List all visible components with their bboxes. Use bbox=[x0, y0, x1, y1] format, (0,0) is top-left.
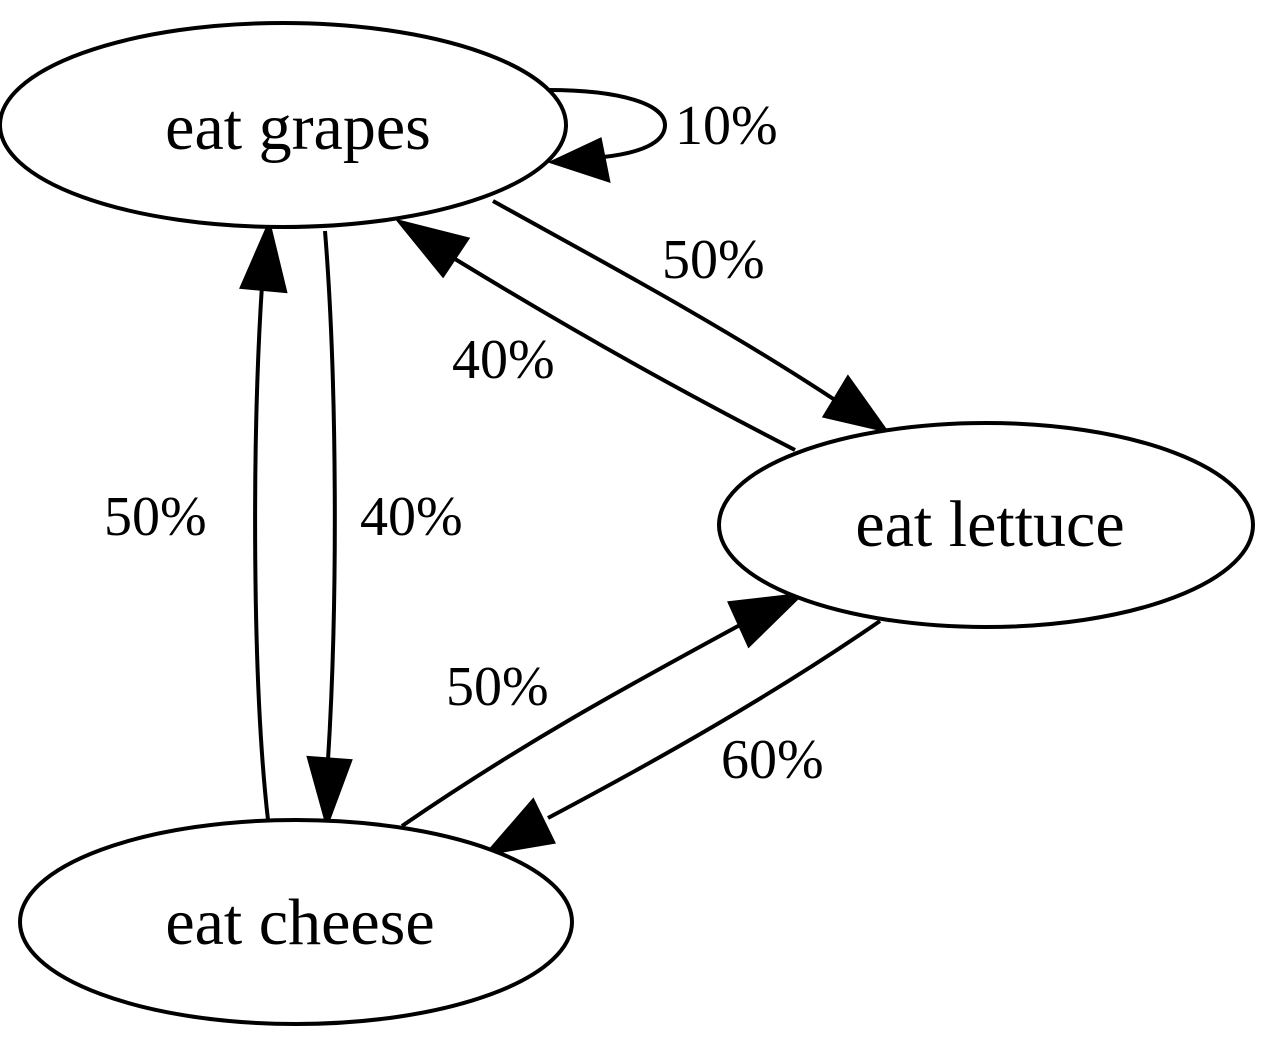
edge-grapes-to-cheese: 40% bbox=[306, 230, 463, 830]
arrowhead-icon bbox=[239, 218, 288, 294]
arrowhead-icon bbox=[482, 797, 556, 856]
edge-line bbox=[492, 199, 840, 404]
edge-cheese-to-lettuce: 50% bbox=[400, 592, 806, 828]
edge-label: 50% bbox=[104, 486, 207, 548]
edge-cheese-to-grapes: 50% bbox=[104, 218, 288, 821]
node-label: eat cheese bbox=[165, 886, 434, 959]
node-shape bbox=[0, 21, 568, 229]
edge-lettuce-to-cheese: 60% bbox=[482, 619, 882, 856]
edge-line bbox=[453, 257, 796, 452]
node-eat-grapes: eat grapes bbox=[0, 21, 568, 229]
edge-label: 10% bbox=[675, 95, 778, 157]
arrowhead-icon bbox=[821, 374, 890, 434]
arrowhead-icon bbox=[727, 592, 806, 649]
edge-label: 40% bbox=[360, 486, 463, 548]
edge-line bbox=[547, 88, 668, 159]
edge-line bbox=[323, 230, 337, 761]
edge-line bbox=[253, 284, 270, 821]
edge-line bbox=[400, 623, 741, 828]
arrowhead-icon bbox=[547, 137, 611, 183]
node-shape bbox=[18, 818, 574, 1026]
node-eat-lettuce: eat lettuce bbox=[717, 421, 1255, 629]
node-shape bbox=[717, 421, 1255, 629]
node-eat-cheese: eat cheese bbox=[18, 818, 574, 1026]
node-label: eat lettuce bbox=[855, 488, 1124, 561]
edge-label: 50% bbox=[446, 656, 549, 718]
edge-grapes-to-grapes: 10% bbox=[547, 88, 778, 183]
edge-label: 40% bbox=[452, 329, 555, 391]
arrowhead-icon bbox=[306, 755, 353, 830]
edge-lettuce-to-grapes: 40% bbox=[394, 218, 796, 452]
arrowhead-icon bbox=[394, 218, 471, 279]
node-label: eat grapes bbox=[165, 91, 431, 164]
edge-label: 50% bbox=[662, 229, 765, 291]
edge-grapes-to-lettuce: 50% bbox=[492, 199, 890, 434]
edge-label: 60% bbox=[721, 729, 824, 791]
edge-line bbox=[547, 619, 882, 820]
